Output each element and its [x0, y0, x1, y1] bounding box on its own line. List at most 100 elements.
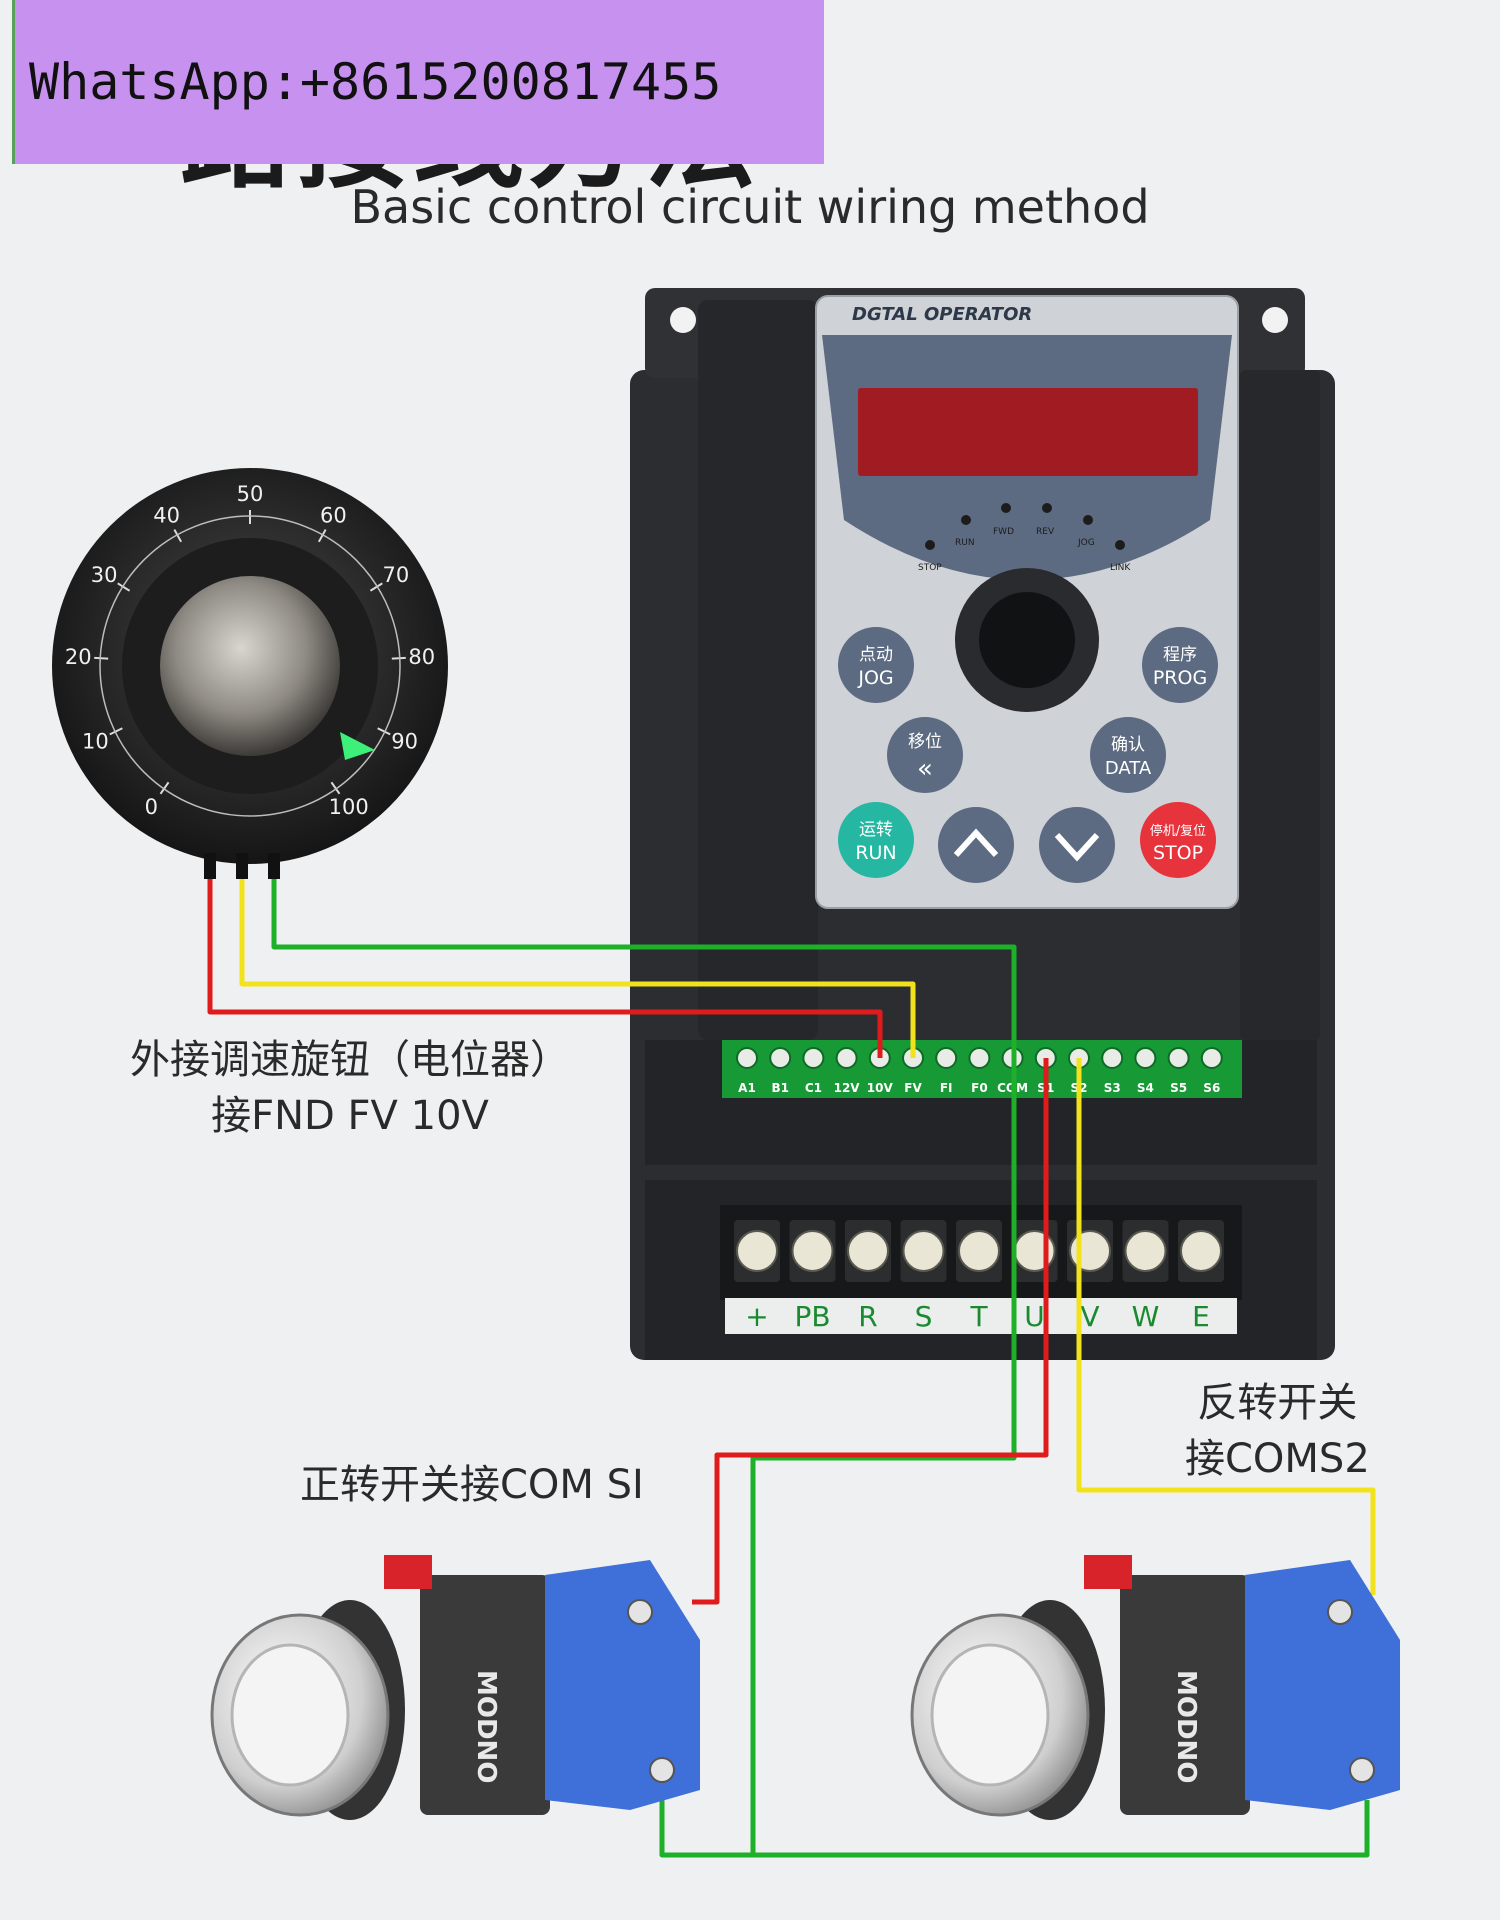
pot-scale-label: 20: [65, 645, 92, 669]
mounting-hole-right: [1262, 307, 1288, 333]
power-terminal-screw: [791, 1230, 834, 1272]
pot-scale-label: 10: [82, 729, 109, 753]
pot-scale-label: 100: [329, 795, 369, 819]
power-terminal-label: S: [915, 1300, 933, 1333]
stop-en: STOP: [1153, 842, 1203, 864]
label-pot-line2: 接FND FV 10V: [211, 1093, 489, 1139]
control-terminal-screw: [1200, 1047, 1223, 1069]
control-terminal-label: FI: [940, 1081, 953, 1095]
wire-yellow-s2-to-reverse-switch: [1076, 1058, 1376, 1595]
panel-knob: [979, 592, 1075, 688]
prog-en: PROG: [1153, 667, 1207, 689]
chevron-up-icon: [953, 828, 999, 858]
pot-scale-label: 90: [391, 729, 418, 753]
indicator-fwd: FWD: [993, 527, 1014, 537]
reverse-switch: MODNO: [910, 1555, 1400, 1820]
shift-en: «: [917, 754, 933, 784]
inverter-side-fin: [698, 300, 818, 1040]
control-terminal-screw: [769, 1047, 792, 1069]
indicator-stop: STOP: [918, 563, 942, 573]
wire-red-pot-to-10v: [207, 879, 883, 1058]
indicator-link: LINK: [1110, 563, 1131, 573]
power-terminal-screw: [1124, 1230, 1167, 1272]
pot-scale-label: 50: [237, 482, 264, 506]
jog-en: JOG: [857, 667, 893, 689]
wire-red-s1-to-forward-switch: [692, 1058, 1049, 1605]
control-terminal-screw: [1167, 1047, 1190, 1069]
run-en: RUN: [855, 842, 896, 864]
control-terminal-label: S3: [1104, 1081, 1121, 1095]
power-terminal-label: W: [1132, 1300, 1160, 1333]
run-button: 运转 RUN: [838, 802, 914, 878]
pot-scale-tick: [391, 656, 406, 660]
pot-scale-label: 0: [145, 795, 158, 819]
control-terminal-label: S6: [1203, 1081, 1220, 1095]
prog-button: 程序 PROG: [1142, 627, 1218, 703]
switch-red-clip: [384, 1555, 432, 1589]
inverter: DGTAL OPERATOR RUN FWD REV JOG STOP LINK: [630, 288, 1335, 1360]
stop-button: 停机/复位 STOP: [1140, 802, 1216, 878]
power-terminal-label: U: [1024, 1300, 1045, 1333]
inverter-side-fin-right: [1240, 370, 1320, 1040]
pot-scale-tick: [377, 727, 391, 736]
pot-indicator-arrow: [340, 732, 375, 760]
pot-pin-3: [268, 853, 280, 879]
up-button: [938, 807, 1014, 883]
shift-cn: 移位: [908, 732, 942, 752]
title-english: Basic control circuit wiring method: [350, 180, 1150, 234]
switch-cap-face: [930, 1643, 1050, 1787]
mounting-hole-left: [670, 307, 696, 333]
pot-scale-label: 60: [320, 504, 347, 528]
indicator-dots: [925, 503, 1125, 550]
power-terminal-label: E: [1192, 1300, 1210, 1333]
pot-pin-1: [204, 853, 216, 879]
power-terminal-label-strip: [725, 1298, 1237, 1334]
pot-pin-2: [236, 853, 248, 879]
switch-contact-block: [1245, 1560, 1400, 1810]
wire-green-pot-to-com: [271, 879, 1017, 1858]
switch-terminal-top: [627, 1599, 653, 1625]
prog-cn: 程序: [1163, 645, 1197, 665]
pot-scale-tick: [369, 582, 383, 592]
indicator-run: RUN: [955, 538, 975, 548]
power-terminal-screw: [847, 1230, 889, 1272]
switch-red-clip: [1084, 1555, 1132, 1589]
control-terminal-screw: [835, 1047, 858, 1069]
down-button: [1039, 807, 1115, 883]
label-reverse-switch: 反转开关 接COMS2: [1185, 1375, 1370, 1487]
chevron-down-icon: [1054, 832, 1100, 862]
pot-scale-label: 40: [153, 504, 180, 528]
power-terminal-label: V: [1080, 1300, 1099, 1333]
power-terminal-screw: [958, 1230, 1000, 1272]
control-terminal-screw: [968, 1047, 991, 1069]
control-terminal-label: F0: [971, 1081, 988, 1095]
jog-cn: 点动: [859, 645, 893, 665]
label-forward-switch: 正转开关接COM SI: [300, 1462, 644, 1508]
power-terminal-screw: [1180, 1230, 1222, 1272]
control-terminal-label: C1: [805, 1081, 822, 1095]
control-terminal-screw: [802, 1047, 825, 1069]
pot-scale-tick: [330, 781, 341, 795]
pot-knob: [160, 576, 340, 756]
pot-scale-tick: [173, 529, 183, 543]
control-terminal-label: 12V: [834, 1081, 861, 1095]
label-pot-line1: 外接调速旋钮（电位器）: [130, 1037, 570, 1083]
pot-scale-label: 30: [91, 563, 118, 587]
control-terminal-screw: [736, 1047, 758, 1069]
watermark-banner: WhatsApp:+8615200817455: [12, 0, 824, 164]
data-button: 确认 DATA: [1090, 717, 1166, 793]
control-terminal-label: FV: [904, 1081, 922, 1095]
switch-cap-face: [230, 1643, 350, 1787]
indicator-rev: REV: [1036, 527, 1055, 537]
pot-scale-tick: [159, 781, 170, 795]
switch-brand-label: MODNO: [471, 1670, 501, 1783]
shift-button: 移位 «: [887, 717, 963, 793]
data-en: DATA: [1105, 758, 1152, 779]
operator-panel: DGTAL OPERATOR RUN FWD REV JOG STOP LINK: [815, 295, 1239, 909]
